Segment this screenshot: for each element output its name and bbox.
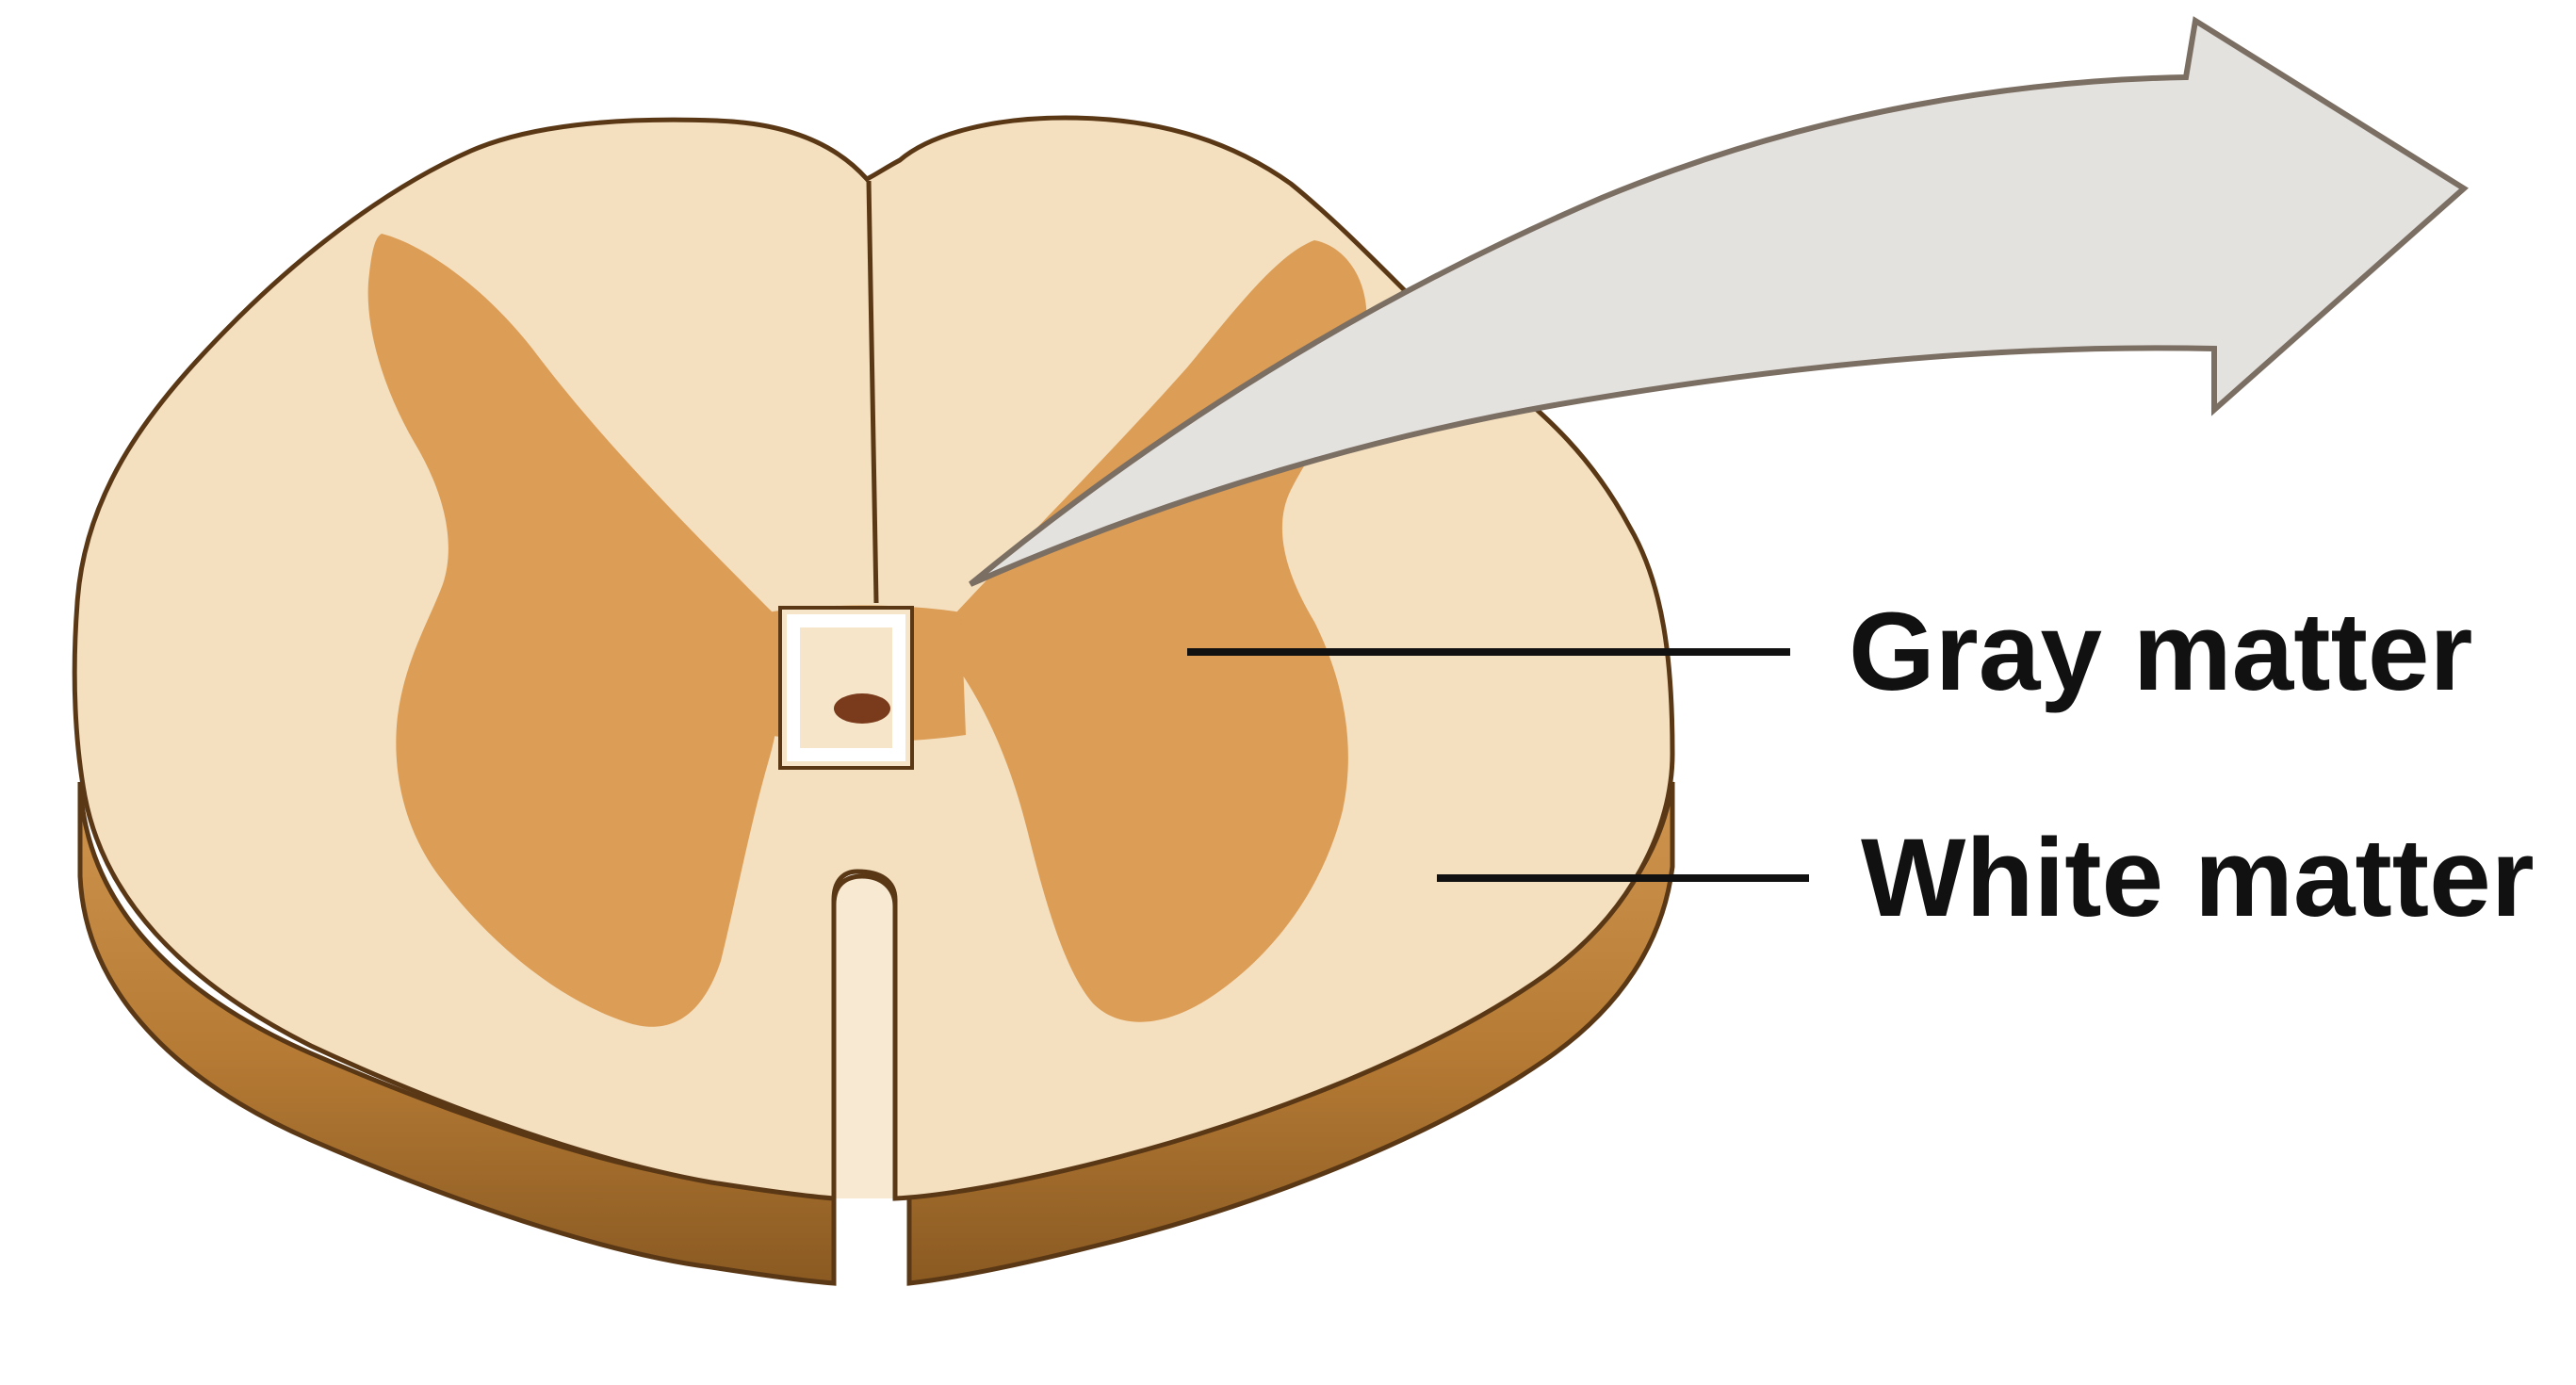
anterior-median-fissure bbox=[834, 876, 895, 1198]
gray-matter-label: Gray matter bbox=[1849, 590, 2472, 714]
white-matter-label: White matter bbox=[1861, 816, 2535, 940]
central-canal bbox=[834, 693, 890, 724]
